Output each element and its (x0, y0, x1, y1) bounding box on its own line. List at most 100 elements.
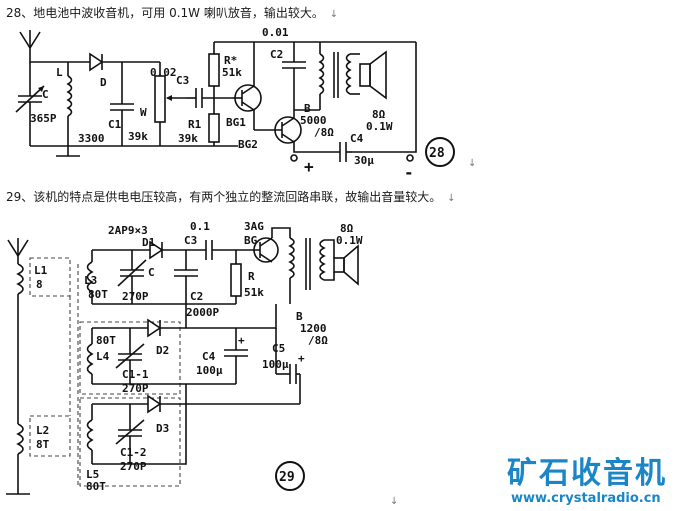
ground-symbol (6, 466, 30, 495)
label-plus: + (304, 157, 314, 176)
label-l4: L4 (96, 350, 110, 363)
label-spk-pwr: 0.1W (336, 234, 363, 247)
label-d2: D2 (156, 344, 169, 357)
coil-l (66, 62, 73, 146)
label-c4-value: 30μ (354, 154, 374, 167)
paragraph-mark: ↓ (447, 193, 456, 204)
label-diode-spec: 2AP9×3 (108, 224, 148, 237)
label-l3-turns: 80T (88, 288, 108, 301)
label-d1: D1 (142, 236, 156, 249)
antenna-symbol (7, 238, 29, 257)
variable-capacitor-c1-1 (115, 328, 145, 384)
label-r: R (248, 270, 255, 283)
label-bg: BG (244, 234, 258, 247)
label-b-ratio: /8Ω (314, 126, 334, 139)
site-watermark: 矿石收音机 www.crystalradio.cn (507, 457, 667, 507)
label-l5: L5 (86, 468, 99, 481)
label-c1: C1 (108, 118, 122, 131)
resistor-r1 (208, 98, 220, 146)
label-w: W (140, 106, 147, 119)
paragraph-mark: ↓ (468, 158, 477, 169)
label-c2: C2 (190, 290, 203, 303)
label-c2-value: 2000P (186, 306, 219, 319)
capacitor-c4 (224, 328, 248, 384)
label-c4: C4 (350, 132, 364, 145)
schematic-29: L1 8 L2 8T L3 80T C 270P 2AP9×3 D1 (6, 220, 363, 495)
label-b-value: 5000 (300, 114, 327, 127)
label-c2: C2 (270, 48, 283, 61)
capacitor-c4 (339, 142, 352, 162)
label-b: B (304, 102, 311, 115)
label-spk-pwr: 0.1W (366, 120, 393, 133)
label-spk-imp: 8Ω (340, 222, 354, 235)
speaker-symbol (359, 50, 387, 100)
antenna-symbol (19, 30, 41, 49)
capacitor-c2 (174, 250, 198, 304)
label-c5: C5 (272, 342, 285, 355)
label-c3: C3 (184, 234, 197, 247)
transistor-bg2 (253, 110, 302, 144)
figure-number-28: 28 (429, 146, 445, 161)
label-r: R* (224, 54, 237, 67)
diode-d1 (149, 240, 206, 260)
label-c3: C3 (176, 74, 189, 87)
label-c1-1: C1-1 (122, 368, 149, 381)
label-l4-turns: 80T (96, 334, 116, 347)
figure-number-29: 29 (279, 470, 295, 485)
capacitor-c5 (275, 328, 301, 404)
coil-l5 (79, 397, 181, 487)
label-minus: - (404, 163, 414, 180)
label-c5-value: 100μ (262, 358, 289, 371)
label-l5-turns: 80T (86, 480, 106, 493)
label-l1: L1 (34, 264, 48, 277)
capacitor-c1 (110, 62, 134, 146)
label-c1-1-value: 270P (122, 382, 149, 395)
label-c1-value: 3300 (78, 132, 105, 145)
label-r1: R1 (188, 118, 202, 131)
label-spk-imp: 8Ω (372, 108, 386, 121)
diode-d2 (147, 318, 186, 338)
paragraph-mark: ↓ (329, 9, 339, 20)
ground-symbol (56, 146, 80, 157)
label-l2-turns: 8T (36, 438, 50, 451)
label-l2: L2 (36, 424, 49, 437)
paragraph-mark: ↓ (390, 496, 399, 507)
capacitor-c3 (205, 240, 236, 260)
resistor-r-star (208, 42, 220, 98)
label-r1-value: 39k (178, 132, 198, 145)
coil-l4 (79, 321, 181, 395)
variable-capacitor-c (15, 62, 45, 146)
coil-l1 (16, 257, 71, 424)
capacitor-c3 (186, 88, 232, 108)
transformer-b (288, 237, 335, 304)
label-c1-2: C1-2 (120, 446, 147, 459)
diode-d (89, 52, 160, 72)
speaker-symbol (333, 244, 359, 286)
capacitor-c2 (282, 42, 306, 118)
label-c1-2-value: 270P (120, 460, 147, 473)
label-c4-plus: + (238, 334, 245, 347)
label-d3: D3 (156, 422, 169, 435)
label-b-value: 1200 (300, 322, 327, 335)
label-bg2: BG2 (238, 138, 258, 151)
caption-29-text: 29、该机的特点是供电电压较高，有两个独立的整流回路串联，故输出音量较大。 (6, 190, 442, 204)
caption-28: 28、地电池中波收音机，可用 0.1W 喇叭放音，输出较大。 ↓ (6, 6, 338, 22)
label-w-top: 0.02 (150, 66, 177, 79)
variable-capacitor-c1-2 (115, 404, 145, 464)
label-c4: C4 (202, 350, 216, 363)
label-bg-type: 3AG (244, 220, 264, 233)
transistor-bg1 (232, 84, 262, 112)
coil-l2 (16, 415, 71, 466)
label-c-value: 270P (122, 290, 149, 303)
label-bg1: BG1 (226, 116, 246, 129)
label-r-value: 51k (222, 66, 242, 79)
label-c5-plus: + (298, 352, 305, 365)
label-w-value: 39k (128, 130, 148, 143)
potentiometer-w (154, 62, 186, 146)
variable-capacitor-c (117, 250, 147, 304)
transformer-b (294, 42, 360, 111)
watermark-url: www.crystalradio.cn (511, 491, 661, 506)
label-c: C (148, 266, 155, 279)
label-d: D (100, 76, 107, 89)
label-b: B (296, 310, 303, 323)
